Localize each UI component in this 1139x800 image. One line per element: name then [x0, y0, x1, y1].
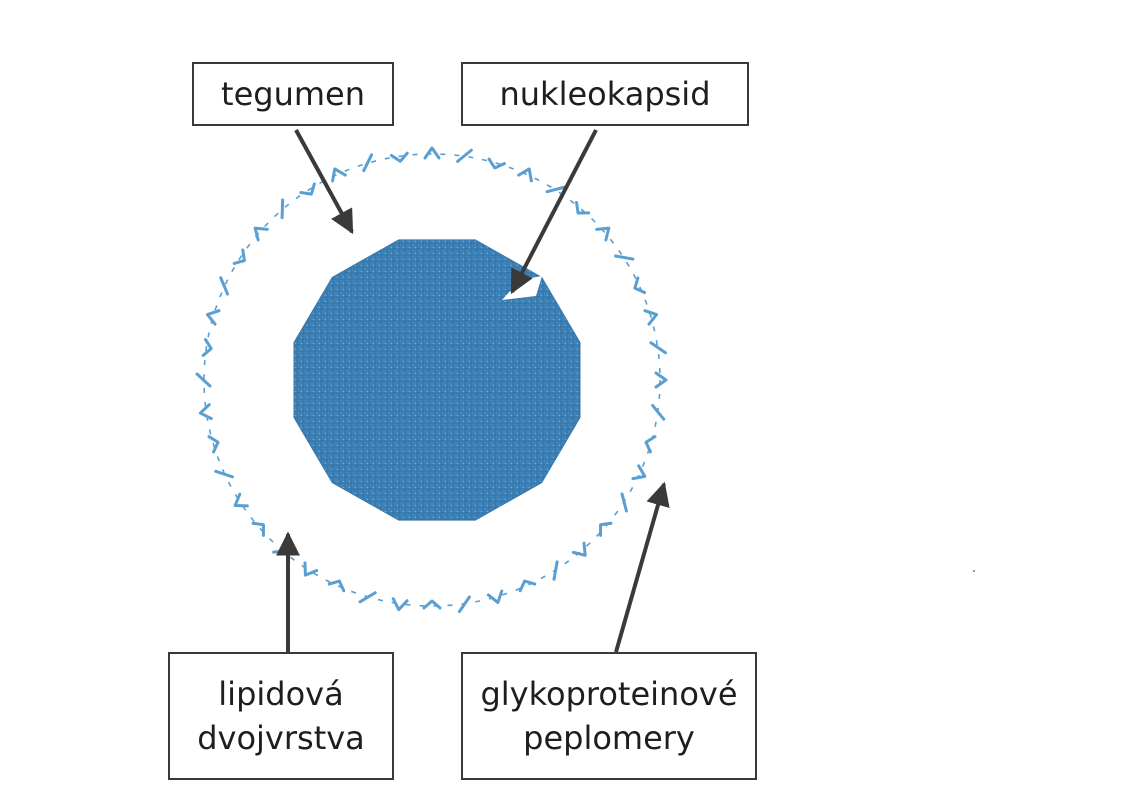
glycoprotein-spike — [518, 579, 537, 593]
label-glykoproteinove-peplomery: glykoproteinové peplomery — [461, 652, 757, 780]
glycoprotein-spike — [620, 492, 628, 513]
glycoprotein-spike — [201, 338, 213, 357]
glycoprotein-spike — [219, 276, 230, 296]
arrow-glykoproteinove-peplomery — [614, 481, 670, 653]
glycoprotein-spike — [207, 435, 220, 454]
glycoprotein-spike — [389, 151, 409, 163]
glycoprotein-spike — [599, 521, 613, 537]
glycoprotein-spike — [233, 492, 249, 508]
glycoprotein-spike — [575, 200, 591, 215]
glycoprotein-spike — [552, 560, 559, 581]
label-tegumen-text: tegumen — [221, 75, 365, 113]
glycoprotein-spike — [644, 435, 657, 454]
glycoprotein-spike — [331, 167, 347, 183]
glycoprotein-spike — [631, 464, 647, 481]
glycoprotein-spike — [195, 372, 212, 388]
glycoprotein-spike — [486, 589, 504, 605]
stray-dot — [973, 570, 975, 572]
label-tegumen: tegumen — [192, 62, 394, 126]
nucleocapsid-shape — [293, 239, 581, 521]
glycoprotein-spike — [423, 146, 441, 160]
glycoprotein-spike — [614, 254, 635, 261]
glycoprotein-spike — [299, 182, 316, 196]
glycoprotein-spike — [253, 226, 269, 242]
glycoprotein-spike — [643, 309, 659, 326]
glycoprotein-spike — [358, 591, 377, 604]
lipid-bilayer-envelope — [195, 146, 668, 613]
glycoprotein-spike — [362, 153, 374, 173]
glycoprotein-spike — [649, 341, 667, 355]
arrow-tegumen — [294, 129, 354, 235]
label-nukleokapsid-text: nukleokapsid — [499, 75, 711, 113]
glycoprotein-spike — [633, 276, 647, 295]
label-glyko-line2: peplomery — [523, 719, 695, 757]
label-nukleokapsid: nukleokapsid — [461, 62, 749, 126]
arrow-nukleokapsid — [510, 129, 598, 295]
glycoprotein-spike — [280, 198, 285, 220]
glycoprotein-spike — [198, 403, 213, 421]
label-lipidova-dvojvrstva: lipidová dvojvrstva — [168, 652, 394, 780]
glycoprotein-spike — [391, 597, 409, 612]
glycoprotein-spike — [205, 309, 221, 326]
glycoprotein-spike — [654, 371, 668, 389]
glycoprotein-spike — [457, 595, 471, 613]
glycoprotein-spike — [595, 226, 611, 242]
glycoprotein-spike — [517, 167, 533, 183]
glycoprotein-spike — [487, 157, 506, 170]
glycoprotein-spike — [422, 599, 442, 610]
label-lipidova-line1: lipidová — [218, 675, 344, 713]
glycoprotein-spike — [303, 561, 319, 577]
label-glyko-line1: glykoproteinové — [480, 675, 738, 713]
glycoprotein-spike — [651, 403, 666, 421]
bilayer-line — [203, 153, 661, 607]
glycoprotein-spike — [545, 185, 566, 194]
glycoprotein-spike — [251, 521, 265, 537]
label-lipidova-line2: dvojvrstva — [197, 719, 365, 757]
glycoprotein-spike — [232, 248, 246, 265]
glycoprotein-spike — [327, 579, 346, 593]
glycoprotein-spike — [456, 148, 473, 163]
glycoprotein-spike — [571, 541, 587, 557]
glycoprotein-spike — [214, 469, 235, 479]
